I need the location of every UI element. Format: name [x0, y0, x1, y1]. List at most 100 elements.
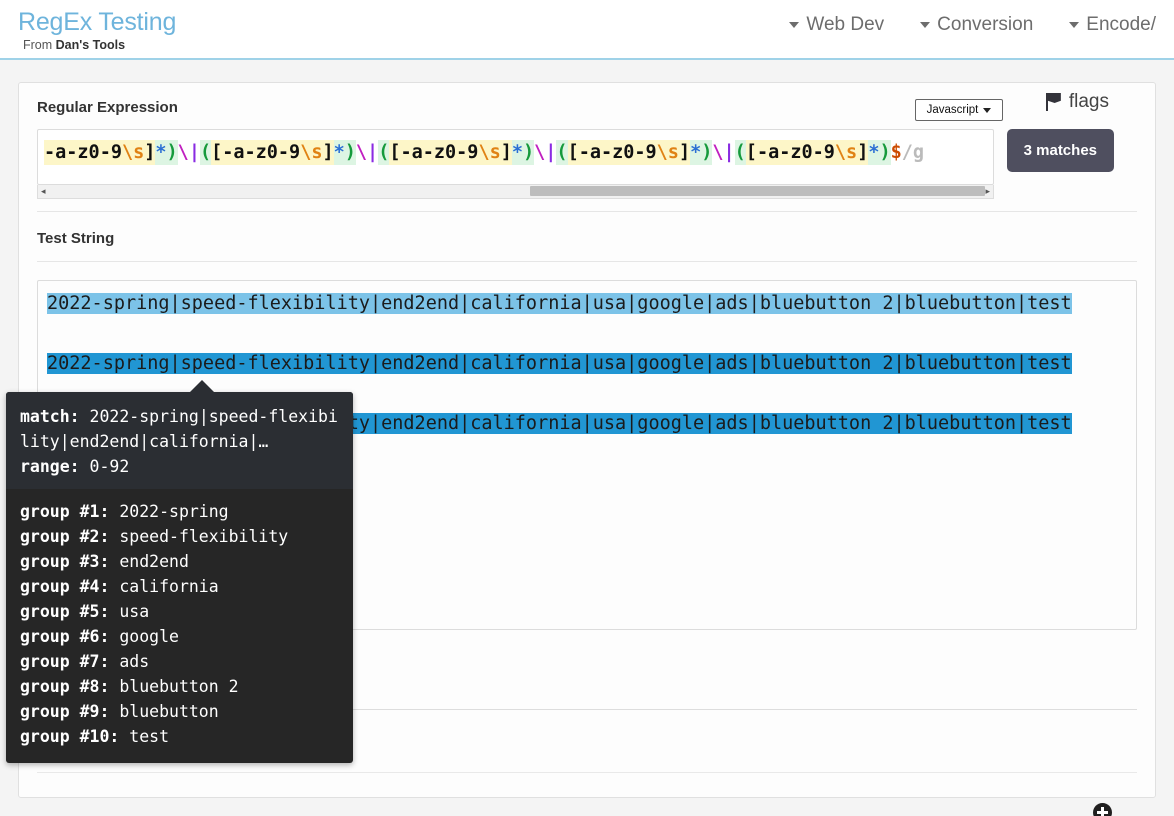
scroll-left-arrow-icon[interactable]: ◂ — [41, 186, 46, 196]
flags-label: flags — [1068, 91, 1109, 112]
chevron-down-icon — [920, 22, 931, 28]
tooltip-group-key: group #2: — [20, 527, 110, 546]
add-icon[interactable] — [1093, 803, 1112, 816]
tooltip-group-key: group #7: — [20, 652, 110, 671]
tooltip-groups: group #1: 2022-spring group #2: speed-fle… — [6, 489, 353, 763]
regex-token: ] — [500, 140, 512, 165]
regex-token: | — [545, 142, 557, 163]
flags-button[interactable]: flags — [1045, 91, 1109, 113]
tooltip-range-line: range: 0-92 — [20, 454, 339, 479]
regex-token: | — [367, 142, 379, 163]
tooltip-group-value: speed-flexibility — [109, 527, 289, 546]
tooltip-group-value: google — [109, 627, 179, 646]
regex-token: -a-z0-9 — [756, 140, 835, 165]
regex-token: -a-z0-9 — [222, 140, 301, 165]
regex-header: Regular Expression Javascript flags — [19, 83, 1155, 129]
chevron-down-icon — [789, 22, 800, 28]
scrollbar-thumb[interactable] — [530, 186, 985, 196]
tooltip-group-key: group #4: — [20, 577, 110, 596]
tooltip-group-value: usa — [109, 602, 150, 621]
main-nav: Web Dev Conversion Encode/ — [771, 14, 1174, 36]
tooltip-group-key: group #8: — [20, 677, 110, 696]
regex-token: ] — [144, 140, 156, 165]
tooltip-group-key: group #3: — [20, 552, 110, 571]
tooltip-range-value: 0-92 — [89, 457, 130, 476]
regex-token: ) — [523, 140, 535, 165]
divider — [37, 709, 1137, 710]
regex-token: [ — [389, 140, 401, 165]
nav-item-web-dev[interactable]: Web Dev — [771, 14, 902, 36]
regex-token: \s — [656, 140, 679, 165]
tooltip-group-value: california — [109, 577, 219, 596]
brand-source-link[interactable]: Dan's Tools — [55, 38, 126, 52]
brand-title: RegEx Testing — [18, 8, 177, 36]
tooltip-group-key: group #5: — [20, 602, 110, 621]
tooltip-group-key: group #9: — [20, 702, 110, 721]
regex-token: [ — [567, 140, 579, 165]
regex-token: [ — [745, 140, 757, 165]
regex-token: ( — [556, 140, 568, 165]
regex-token: \s — [300, 140, 323, 165]
test-string-section-label: Test String — [37, 230, 115, 247]
regex-token: * — [155, 140, 167, 165]
nav-item-label: Encode/ — [1086, 14, 1156, 35]
tooltip-group-row: group #9: bluebutton — [20, 699, 339, 724]
regex-token: | — [723, 142, 735, 163]
regex-section-label: Regular Expression — [37, 99, 178, 116]
tooltip-match-key: match: — [20, 407, 80, 426]
regex-token: ) — [879, 140, 891, 165]
nav-item-encode[interactable]: Encode/ — [1051, 14, 1174, 36]
regex-token: /g — [901, 142, 925, 163]
regex-token: ] — [322, 140, 334, 165]
regex-token: -a-z0-9 — [578, 140, 657, 165]
tooltip-group-row: group #7: ads — [20, 649, 339, 674]
chevron-down-icon — [1069, 22, 1080, 28]
regex-token: ] — [857, 140, 869, 165]
tooltip-group-value: end2end — [109, 552, 189, 571]
regex-token: | — [188, 142, 200, 163]
site-header: RegEx Testing From Dan's Tools Web Dev C… — [0, 0, 1174, 60]
tooltip-group-row: group #8: bluebutton 2 — [20, 674, 339, 699]
tooltip-group-key: group #6: — [20, 627, 110, 646]
regex-token: \s — [478, 140, 501, 165]
regex-token: * — [511, 140, 523, 165]
match-tooltip: match: 2022-spring|speed-flexibility|end… — [6, 380, 353, 763]
language-select-value: Javascript — [926, 104, 979, 116]
regex-token: ) — [344, 140, 356, 165]
regex-token: $ — [890, 142, 902, 163]
language-select[interactable]: Javascript — [915, 99, 1003, 121]
regex-token: ( — [734, 140, 746, 165]
divider — [37, 772, 1137, 773]
scroll-right-arrow-icon[interactable]: ▸ — [985, 186, 990, 196]
tooltip-group-value: test — [119, 727, 170, 746]
nav-item-conversion[interactable]: Conversion — [902, 14, 1051, 36]
tooltip-summary: match: 2022-spring|speed-flexibility|end… — [6, 392, 353, 489]
regex-token: \s — [121, 140, 145, 165]
brand-subtitle-prefix: From — [23, 38, 56, 52]
tooltip-group-row: group #3: end2end — [20, 549, 339, 574]
regex-token: \ — [355, 142, 368, 163]
tooltip-group-value: bluebutton — [109, 702, 219, 721]
regex-token: * — [690, 140, 702, 165]
matches-button[interactable]: 3 matches — [1006, 129, 1114, 172]
brand[interactable]: RegEx Testing From Dan's Tools — [18, 8, 176, 52]
tooltip-group-value: bluebutton 2 — [109, 677, 239, 696]
tooltip-group-row: group #6: google — [20, 624, 339, 649]
regex-token: \ — [177, 142, 189, 163]
regex-token: \ — [712, 142, 724, 163]
flag-icon — [1045, 93, 1062, 111]
tooltip-group-row: group #4: california — [20, 574, 339, 599]
regex-pattern-text: -a-z0-9\s]*)\|([-a-z0-9\s]*)\|([-a-z0-9\… — [44, 140, 924, 166]
tooltip-group-row: group #1: 2022-spring — [20, 499, 339, 524]
nav-item-label: Conversion — [937, 14, 1034, 35]
test-string-match[interactable]: 2022-spring|speed-flexibility|end2end|ca… — [47, 293, 1072, 314]
divider — [37, 261, 1137, 262]
tooltip-group-row: group #5: usa — [20, 599, 339, 624]
regex-input[interactable]: -a-z0-9\s]*)\|([-a-z0-9\s]*)\|([-a-z0-9\… — [37, 129, 994, 185]
regex-token: ) — [166, 140, 178, 165]
tooltip-arrow-icon — [189, 380, 215, 393]
regex-horizontal-scrollbar[interactable]: ◂ ▸ — [37, 185, 994, 199]
regex-token: \s — [834, 140, 858, 165]
test-string-match[interactable]: 2022-spring|speed-flexibility|end2end|ca… — [47, 353, 1072, 374]
